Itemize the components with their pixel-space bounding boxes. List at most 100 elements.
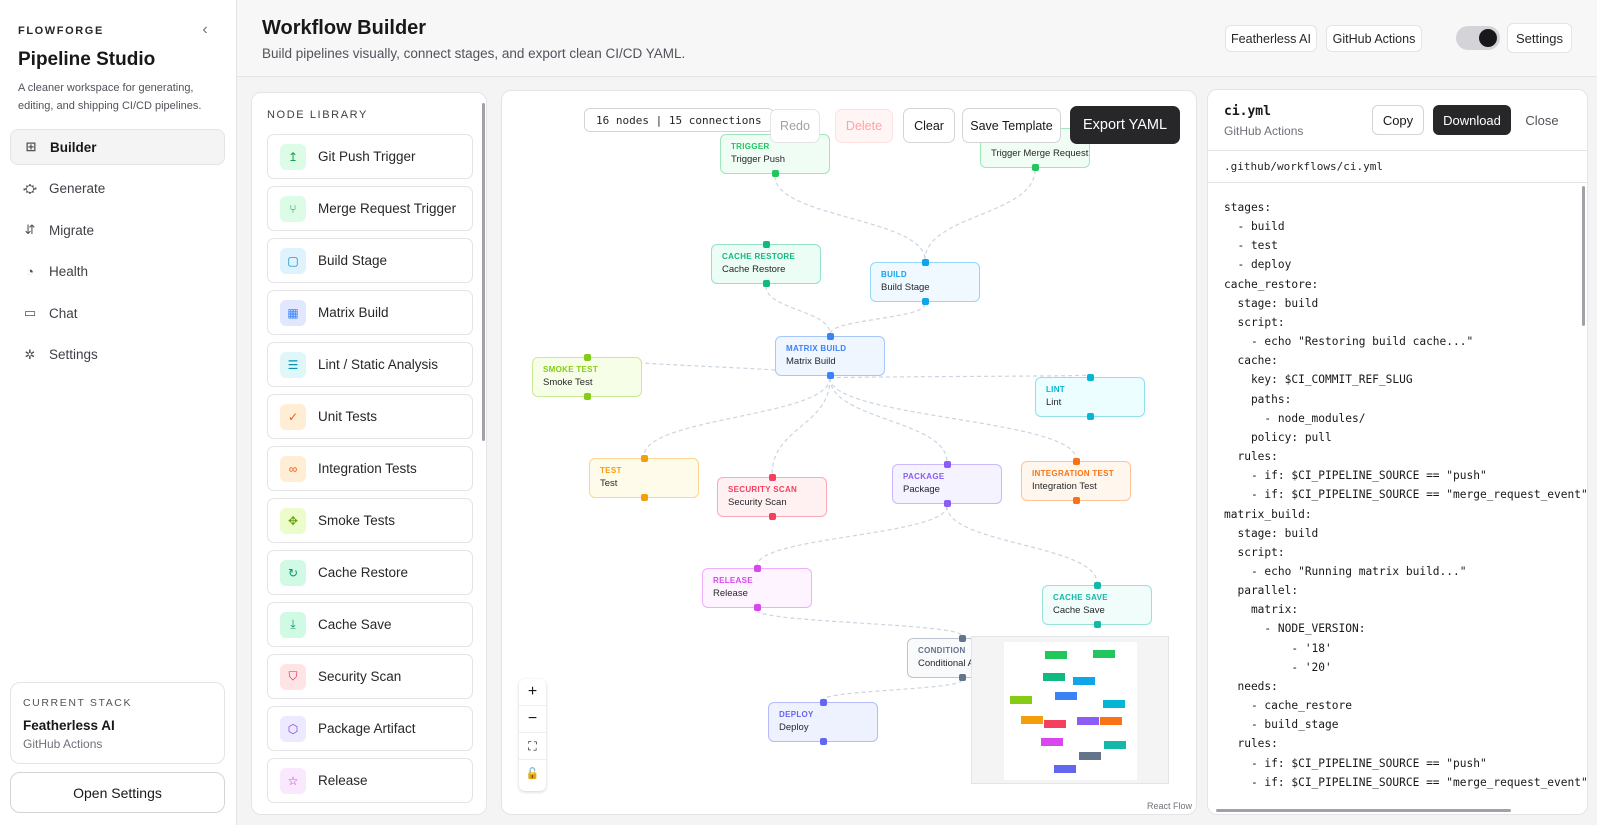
- target-handle[interactable]: [1093, 582, 1101, 589]
- target-handle[interactable]: [762, 241, 770, 248]
- target-handle[interactable]: [921, 259, 929, 266]
- source-handle[interactable]: [583, 393, 591, 400]
- library-item[interactable]: ▦Matrix Build: [267, 290, 473, 335]
- delete-button[interactable]: Delete: [835, 109, 893, 143]
- edge-matrix-to-test[interactable]: [643, 377, 831, 457]
- source-handle[interactable]: [1086, 413, 1094, 420]
- fit-view-icon[interactable]: ⛶: [519, 733, 546, 760]
- source-handle[interactable]: [640, 494, 648, 501]
- theme-toggle[interactable]: [1456, 26, 1500, 50]
- close-button[interactable]: Close: [1525, 112, 1559, 128]
- export-yaml-button[interactable]: Export YAML: [1070, 106, 1180, 144]
- toggle-knob: [1479, 29, 1497, 47]
- edge-matrix-to-security[interactable]: [771, 377, 831, 476]
- source-handle[interactable]: [1031, 164, 1039, 171]
- source-handle[interactable]: [826, 372, 834, 379]
- library-item[interactable]: ✥Smoke Tests: [267, 498, 473, 543]
- node-title: Integration Test: [1032, 481, 1097, 492]
- download-button[interactable]: Download: [1433, 105, 1511, 135]
- react-flow-attribution[interactable]: React Flow: [1146, 801, 1192, 811]
- zoom-out-icon[interactable]: −: [519, 706, 546, 733]
- clear-button[interactable]: Clear: [903, 108, 955, 143]
- library-item[interactable]: ↥Git Push Trigger: [267, 134, 473, 179]
- save-template-button[interactable]: Save Template: [962, 108, 1061, 143]
- sidebar-item-chat[interactable]: ▭Chat: [10, 295, 225, 331]
- source-handle[interactable]: [762, 280, 770, 287]
- edge-release-to-condition[interactable]: [756, 609, 963, 637]
- edge-matrix-to-package[interactable]: [829, 377, 948, 463]
- source-handle[interactable]: [1072, 497, 1080, 504]
- target-handle[interactable]: [958, 635, 966, 642]
- library-scrollbar[interactable]: [482, 103, 485, 441]
- library-item[interactable]: ⛉Security Scan: [267, 654, 473, 699]
- edge-trigger_push-to-build[interactable]: [774, 175, 926, 261]
- library-item[interactable]: ▢Build Stage: [267, 238, 473, 283]
- collapse-sidebar-icon[interactable]: ‹: [202, 21, 208, 38]
- target-handle[interactable]: [819, 699, 827, 706]
- target-handle[interactable]: [1086, 374, 1094, 381]
- source-handle[interactable]: [771, 170, 779, 177]
- copy-button[interactable]: Copy: [1372, 105, 1424, 135]
- target-handle[interactable]: [640, 455, 648, 462]
- edge-package-to-cache_save[interactable]: [946, 505, 1098, 584]
- source-handle[interactable]: [819, 738, 827, 745]
- zoom-in-icon[interactable]: +: [519, 679, 546, 706]
- library-item[interactable]: ⑂Merge Request Trigger: [267, 186, 473, 231]
- library-item[interactable]: ⬡Package Artifact: [267, 706, 473, 751]
- library-item[interactable]: ↻Cache Restore: [267, 550, 473, 595]
- minimap[interactable]: [971, 636, 1169, 784]
- yaml-horizontal-scrollbar[interactable]: [1216, 809, 1511, 812]
- source-handle[interactable]: [958, 674, 966, 681]
- yaml-code[interactable]: stages: - build - test - deploy cache_re…: [1224, 201, 1588, 789]
- sidebar-item-health[interactable]: ◔Health: [10, 254, 225, 290]
- edge-condition-to-deploy[interactable]: [822, 679, 963, 701]
- edge-cache_restore-to-matrix[interactable]: [765, 285, 831, 335]
- target-handle[interactable]: [826, 333, 834, 340]
- minimap-node: [1054, 691, 1077, 700]
- source-handle[interactable]: [921, 298, 929, 305]
- library-item[interactable]: ☰Lint / Static Analysis: [267, 342, 473, 387]
- target-handle[interactable]: [1072, 458, 1080, 465]
- ai-provider-button[interactable]: Featherless AI: [1225, 25, 1317, 52]
- edge-build-to-matrix[interactable]: [829, 303, 926, 335]
- sidebar-item-migrate[interactable]: ⇵Migrate: [10, 212, 225, 248]
- sidebar-item-builder[interactable]: ⊞Builder: [10, 129, 225, 165]
- sidebar-item-generate[interactable]: ⛮Generate: [10, 171, 225, 207]
- source-handle[interactable]: [768, 513, 776, 520]
- source-handle[interactable]: [943, 500, 951, 507]
- sidebar-item-settings[interactable]: ✲Settings: [10, 337, 225, 373]
- open-settings-button[interactable]: Open Settings: [10, 772, 225, 813]
- library-item[interactable]: ✓Unit Tests: [267, 394, 473, 439]
- lock-icon[interactable]: 🔓: [525, 768, 540, 780]
- edge-package-to-release[interactable]: [756, 505, 948, 567]
- library-item[interactable]: ⤓Cache Save: [267, 602, 473, 647]
- edge-trigger_mr-to-build[interactable]: [924, 169, 1036, 261]
- target-handle[interactable]: [943, 461, 951, 468]
- yaml-scrollbar[interactable]: [1582, 186, 1585, 326]
- library-item[interactable]: ☆Release: [267, 758, 473, 803]
- target-handle[interactable]: [583, 354, 591, 361]
- library-item[interactable]: ∞Integration Tests: [267, 446, 473, 491]
- ci-provider-button[interactable]: GitHub Actions: [1326, 25, 1422, 52]
- edge-matrix-to-lint[interactable]: [829, 374, 1091, 379]
- edge-matrix-to-integration[interactable]: [829, 377, 1077, 460]
- redo-button[interactable]: Redo: [770, 109, 820, 143]
- settings-button[interactable]: Settings: [1507, 23, 1572, 53]
- target-handle[interactable]: [768, 474, 776, 481]
- source-handle[interactable]: [1093, 621, 1101, 628]
- target-handle[interactable]: [753, 565, 761, 572]
- source-handle[interactable]: [753, 604, 761, 611]
